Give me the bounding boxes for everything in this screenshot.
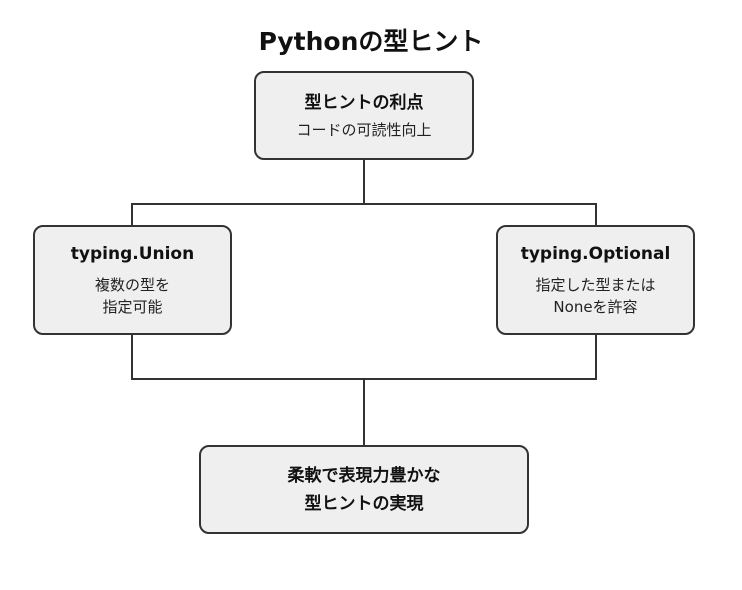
node-right-title: typing.Optional [520, 244, 671, 264]
connector-left-merge [131, 335, 364, 380]
node-left-line-1: 複数の型を [94, 276, 170, 294]
node-typing-optional: typing.Optional 指定した型または Noneを許容 [496, 225, 695, 335]
node-flexible-type-hints: 柔軟で表現力豊かな 型ヒントの実現 [199, 445, 529, 534]
connector-right-merge [364, 335, 597, 380]
node-right-description: 指定した型または Noneを許容 [535, 274, 655, 318]
node-left-description: 複数の型を 指定可能 [95, 274, 170, 318]
diagram-title: Pythonの型ヒント [258, 27, 484, 56]
node-type-hint-benefits: 型ヒントの利点 コードの可読性向上 [254, 71, 474, 160]
node-top-subtitle: コードの可読性向上 [296, 120, 432, 139]
node-bottom-line-1: 柔軟で表現力豊かな [287, 465, 441, 486]
node-bottom-line-2: 型ヒントの実現 [304, 493, 424, 514]
node-top-title: 型ヒントの利点 [304, 92, 424, 113]
node-bottom-text: 柔軟で表現力豊かな 型ヒントの実現 [288, 462, 441, 518]
node-left-title: typing.Union [70, 244, 195, 264]
node-right-line-2: Noneを許容 [553, 298, 638, 316]
node-left-line-2: 指定可能 [102, 298, 163, 316]
node-typing-union: typing.Union 複数の型を 指定可能 [33, 225, 232, 335]
connector-top-to-left [131, 160, 365, 251]
node-right-line-1: 指定した型または [535, 276, 656, 294]
